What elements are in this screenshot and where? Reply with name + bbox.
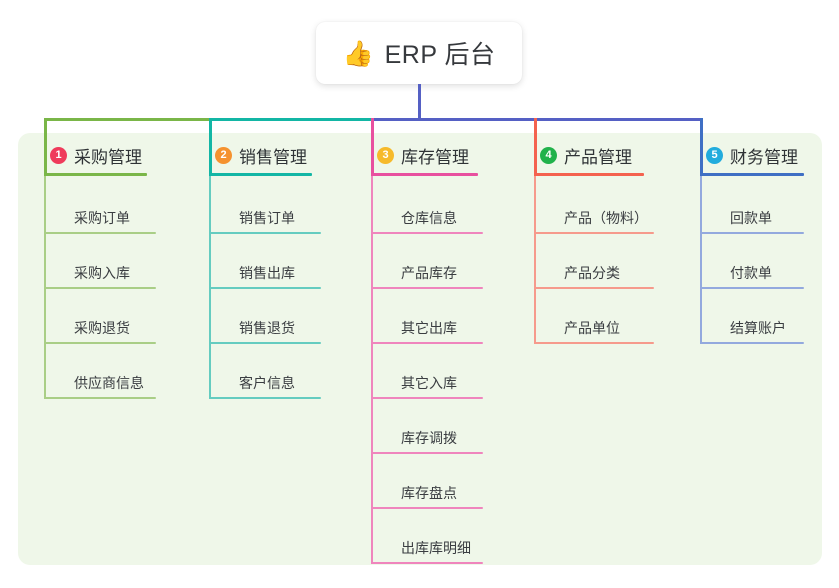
column-spine-4 <box>534 176 536 344</box>
bus-segment-green <box>44 118 211 121</box>
leaf-item[interactable]: 仓库信息 <box>401 210 457 226</box>
leaf-item[interactable]: 产品库存 <box>401 265 457 281</box>
leaf-rule <box>534 232 654 234</box>
leaf-rule <box>534 342 654 344</box>
leaf-item[interactable]: 销售出库 <box>239 265 295 281</box>
drop-stem-2 <box>209 118 212 176</box>
column-rule-2 <box>209 173 312 176</box>
leaf-item[interactable]: 销售订单 <box>239 210 295 226</box>
column-badge-3: 3 <box>377 146 394 164</box>
leaf-rule <box>44 342 156 344</box>
column-badge-2: 2 <box>215 146 232 164</box>
leaf-rule <box>534 287 654 289</box>
leaf-rule <box>371 342 483 344</box>
leaf-item[interactable]: 采购订单 <box>74 210 130 226</box>
leaf-item[interactable]: 产品单位 <box>564 320 620 336</box>
leaf-rule <box>371 397 483 399</box>
leaf-rule <box>44 287 156 289</box>
column-4: 4 产品管理 <box>534 143 644 176</box>
leaf-item[interactable]: 库存盘点 <box>401 485 457 501</box>
column-badge-4: 4 <box>540 146 557 164</box>
leaf-item[interactable]: 付款单 <box>730 265 772 281</box>
column-1: 1 采购管理 <box>44 143 147 176</box>
column-spine-3 <box>371 176 373 564</box>
column-header-3[interactable]: 3 库存管理 <box>371 143 478 167</box>
leaf-rule <box>371 287 483 289</box>
drop-stem-5 <box>700 118 703 176</box>
column-title-3: 库存管理 <box>401 147 469 167</box>
leaf-rule <box>371 562 483 564</box>
root-node-card[interactable]: 👍 ERP 后台 <box>316 22 522 84</box>
leaf-item[interactable]: 回款单 <box>730 210 772 226</box>
leaf-rule <box>700 232 804 234</box>
column-header-2[interactable]: 2 销售管理 <box>209 143 312 167</box>
leaf-item[interactable]: 库存调拨 <box>401 430 457 446</box>
leaf-rule <box>371 232 483 234</box>
leaf-rule <box>44 397 156 399</box>
thumbs-up-icon: 👍 <box>342 38 374 68</box>
leaf-item[interactable]: 产品分类 <box>564 265 620 281</box>
root-stem <box>418 84 421 121</box>
drop-stem-1 <box>44 118 47 176</box>
leaf-item[interactable]: 销售退货 <box>239 320 295 336</box>
column-2: 2 销售管理 <box>209 143 312 176</box>
leaf-rule <box>700 342 804 344</box>
column-spine-5 <box>700 176 702 344</box>
leaf-rule <box>371 452 483 454</box>
leaf-item[interactable]: 采购入库 <box>74 265 130 281</box>
leaf-rule <box>44 232 156 234</box>
column-3: 3 库存管理 <box>371 143 478 176</box>
leaf-rule <box>371 507 483 509</box>
root-node-title: ERP 后台 <box>384 41 496 69</box>
column-header-5[interactable]: 5 财务管理 <box>700 143 804 167</box>
leaf-item[interactable]: 其它入库 <box>401 375 457 391</box>
drop-stem-4 <box>534 118 537 176</box>
diagram-panel <box>18 133 822 565</box>
column-header-1[interactable]: 1 采购管理 <box>44 143 147 167</box>
leaf-item[interactable]: 产品（物料） <box>564 210 648 226</box>
column-rule-3 <box>371 173 478 176</box>
leaf-item[interactable]: 结算账户 <box>730 320 786 336</box>
column-5: 5 财务管理 <box>700 143 804 176</box>
leaf-rule <box>209 232 321 234</box>
column-rule-4 <box>534 173 644 176</box>
column-title-2: 销售管理 <box>239 147 307 167</box>
drop-stem-3 <box>371 118 374 176</box>
column-badge-5: 5 <box>706 146 723 164</box>
leaf-rule <box>209 397 321 399</box>
column-badge-1: 1 <box>50 146 67 164</box>
leaf-item[interactable]: 其它出库 <box>401 320 457 336</box>
leaf-rule <box>700 287 804 289</box>
column-title-1: 采购管理 <box>74 147 142 167</box>
column-title-5: 财务管理 <box>730 147 798 167</box>
leaf-item[interactable]: 出库库明细 <box>401 540 471 556</box>
column-rule-1 <box>44 173 147 176</box>
column-rule-5 <box>700 173 804 176</box>
leaf-rule <box>209 287 321 289</box>
leaf-rule <box>209 342 321 344</box>
leaf-item[interactable]: 采购退货 <box>74 320 130 336</box>
leaf-item[interactable]: 供应商信息 <box>74 375 144 391</box>
bus-segment-teal <box>209 118 373 121</box>
leaf-item[interactable]: 客户信息 <box>239 375 295 391</box>
column-title-4: 产品管理 <box>564 147 632 167</box>
column-header-4[interactable]: 4 产品管理 <box>534 143 644 167</box>
